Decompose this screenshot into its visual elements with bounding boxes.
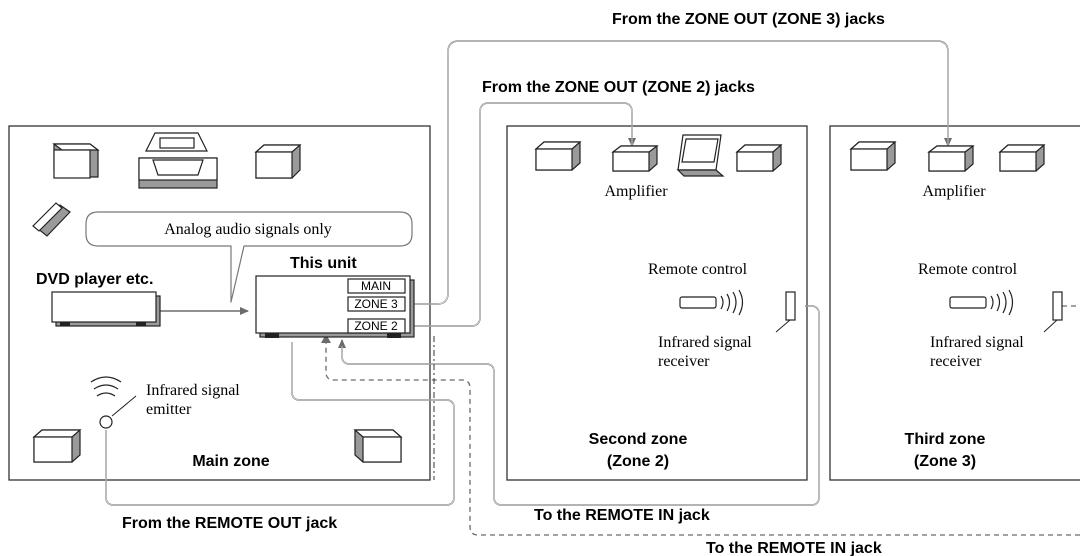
zone3-receiver-label-line2: receiver [930, 353, 982, 370]
analog-audio-label: Analog audio signals only [164, 221, 332, 238]
zone3-amplifier-label: Amplifier [922, 183, 986, 200]
remote-out-caption: From the REMOTE OUT jack [122, 515, 337, 532]
zone2-amplifier-label: Amplifier [604, 183, 668, 200]
emitter-label-line1: Infrared signal [146, 382, 240, 399]
center-speaker-tv [138, 132, 218, 189]
third-zone-label-line1: Third zone [905, 431, 986, 448]
zone3-speaker-left [849, 141, 897, 171]
zone2-speaker-right [735, 144, 783, 172]
zone2-jacks-caption: From the ZONE OUT (ZONE 2) jacks [482, 79, 755, 96]
analog-audio-callout [85, 211, 413, 303]
dvd-player [51, 291, 161, 327]
speaker-front-right [254, 144, 302, 179]
speaker-surround-right [353, 429, 403, 463]
this-unit-receiver: MAIN ZONE 3 ZONE 2 [255, 275, 415, 338]
second-zone-label-line1: Second zone [589, 431, 688, 448]
zone2-speaker-center [676, 134, 725, 177]
zone2-receiver-label-line2: receiver [658, 353, 710, 370]
zone2-remote-control [679, 289, 744, 316]
remote-in-caption-zone3: To the REMOTE IN jack [706, 540, 882, 556]
zone3-receiver-label-line1: Infrared signal [930, 334, 1024, 351]
speaker-front-left [52, 143, 100, 179]
second-zone-room [506, 125, 808, 481]
third-zone-label-line2: (Zone 3) [914, 453, 976, 470]
zone2-speaker-left [534, 141, 582, 171]
zone3-amplifier [927, 145, 975, 172]
main-output-box [347, 278, 406, 294]
zone2-receiver-label-line1: Infrared signal [658, 334, 752, 351]
main-output-label: MAIN [361, 279, 391, 293]
zone3-remote-control [949, 289, 1014, 316]
zone2-output-label: ZONE 2 [354, 319, 398, 333]
zone2-ir-receiver [775, 291, 796, 333]
remote-in-caption-zone2: To the REMOTE IN jack [534, 507, 710, 524]
second-zone-label-line2: (Zone 2) [607, 453, 669, 470]
zone3-ir-receiver [1043, 291, 1063, 333]
zone2-remote-label: Remote control [648, 261, 748, 278]
infrared-emitter [90, 376, 137, 429]
remote-in-cable-zone3 [325, 305, 1080, 536]
zone3-jacks-caption: From the ZONE OUT (ZONE 3) jacks [612, 11, 885, 28]
dvd-player-label: DVD player etc. [36, 271, 153, 288]
zone3-output-box [347, 296, 406, 312]
zone2-output-box [347, 318, 406, 334]
speaker-surround-left [32, 429, 82, 463]
main-zone-label: Main zone [192, 453, 269, 470]
zone2-amplifier [611, 145, 659, 172]
zone3-speaker-right [998, 144, 1046, 172]
this-unit-label: This unit [290, 255, 357, 272]
zone3-output-label: ZONE 3 [354, 297, 398, 311]
zone3-remote-label: Remote control [918, 261, 1018, 278]
emitter-label-line2: emitter [146, 401, 192, 418]
subwoofer [32, 202, 71, 237]
